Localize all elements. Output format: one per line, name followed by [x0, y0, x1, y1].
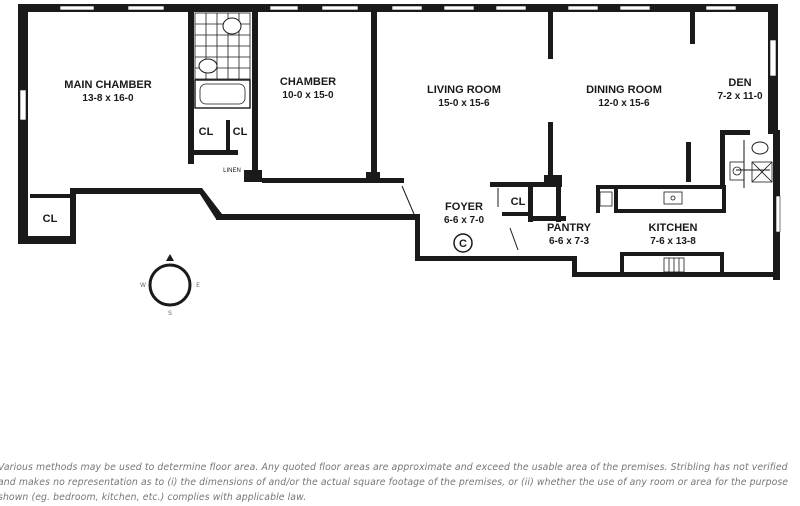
closet-label: CL [233, 126, 248, 138]
compass-west: W [140, 282, 146, 289]
foyer-name: FOYER [445, 201, 483, 213]
disclaimer-line: Various methods may be used to determine… [0, 462, 788, 473]
room-labels: MAIN CHAMBER 13-8 x 16-0 CHAMBER 10-0 x … [64, 76, 763, 247]
dining-room-dims: 12-0 x 15-6 [598, 98, 650, 109]
floor-plan: MAIN CHAMBER 13-8 x 16-0 CHAMBER 10-0 x … [18, 4, 781, 317]
living-room-name: LIVING ROOM [427, 84, 501, 96]
kitchen-dims: 7-6 x 13-8 [650, 236, 696, 247]
disclaimer-line: shown (eg. bedroom, kitchen, etc.) compl… [0, 492, 307, 503]
den-dims: 7-2 x 11-0 [717, 91, 762, 102]
bathroom-fixtures [194, 12, 251, 109]
disclaimer-line: and makes no representation as to (i) th… [0, 477, 789, 488]
closet-label: CL [43, 213, 58, 225]
pantry-dims: 6-6 x 7-3 [549, 236, 589, 247]
linen-label: LINEN [223, 168, 241, 174]
compass-south: S [168, 310, 172, 317]
foyer-dims: 6-6 x 7-0 [444, 215, 484, 226]
main-chamber-name: MAIN CHAMBER [64, 79, 151, 91]
living-room-dims: 15-0 x 15-6 [438, 98, 490, 109]
dining-room-name: DINING ROOM [586, 84, 662, 96]
north-arrow-icon [166, 254, 174, 261]
chamber-dims: 10-0 x 15-0 [282, 90, 334, 101]
main-chamber-dims: 13-8 x 16-0 [82, 93, 134, 104]
compass-east: E [196, 282, 200, 289]
pantry-name: PANTRY [547, 222, 592, 234]
center-marker-label: C [459, 238, 467, 250]
den-name: DEN [728, 77, 751, 89]
chamber-name: CHAMBER [280, 76, 336, 88]
closet-label: CL [511, 196, 526, 208]
closet-label: CL [199, 126, 214, 138]
kitchen-name: KITCHEN [649, 222, 698, 234]
disclaimer: Various methods may be used to determine… [0, 460, 800, 505]
interior-walls [30, 4, 750, 274]
compass: W E S [140, 254, 200, 317]
center-marker: C [453, 233, 473, 253]
windows [19, 5, 781, 233]
kitchen-fixtures [599, 141, 773, 273]
closet-labels: CL CL CL CL LINEN [43, 126, 526, 225]
